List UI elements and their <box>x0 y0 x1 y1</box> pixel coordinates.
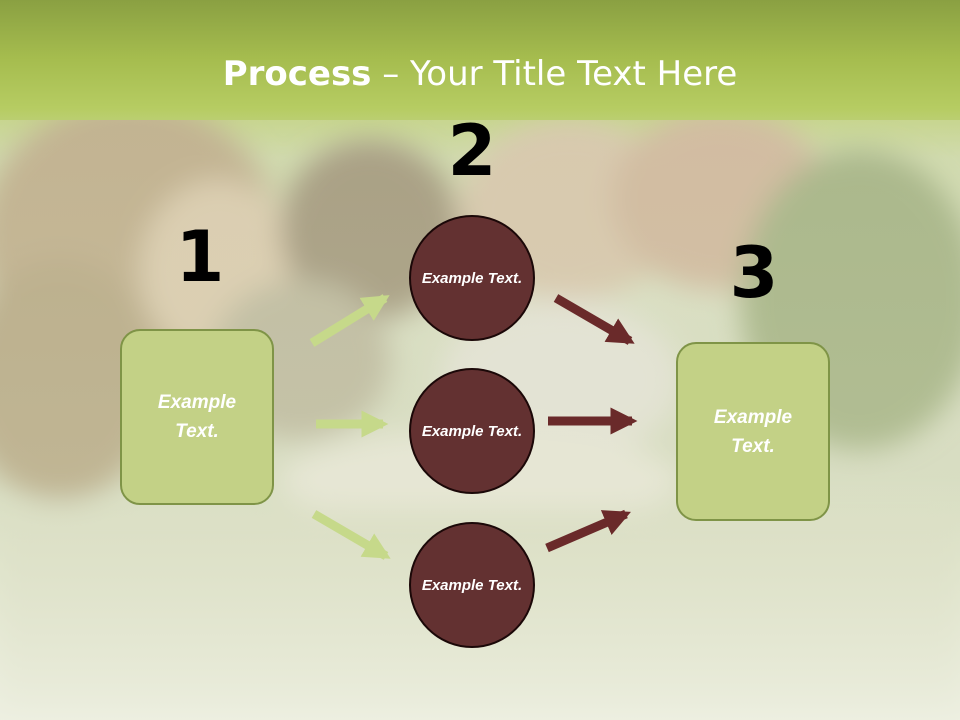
step-number-1: 1 <box>175 216 225 298</box>
title-rest: – Your Title Text Here <box>371 54 738 94</box>
step-3-text: Example Text. <box>713 406 793 457</box>
step-number-2: 2 <box>447 110 497 192</box>
arrow-green-down <box>311 510 391 560</box>
step-1-text: Example Text. <box>157 392 237 442</box>
circle-middle-text: Example Text. <box>421 422 523 440</box>
step-number-3: 3 <box>729 232 779 314</box>
step-1-box: Example Text. <box>120 329 274 505</box>
slide-title: Process – Your Title Text Here <box>0 52 960 96</box>
title-bold: Process <box>222 54 372 94</box>
circle-bottom-text: Example Text. <box>421 576 523 594</box>
arrow-green-up <box>309 294 390 347</box>
arrow-dark-down <box>553 294 635 345</box>
circle-bottom: Example Text. <box>409 522 535 648</box>
circle-top: Example Text. <box>409 215 535 341</box>
arrow-dark-up <box>545 509 631 553</box>
circle-middle: Example Text. <box>409 368 535 494</box>
step-3-box: Example Text. <box>676 342 830 521</box>
circle-top-text: Example Text. <box>421 269 523 287</box>
